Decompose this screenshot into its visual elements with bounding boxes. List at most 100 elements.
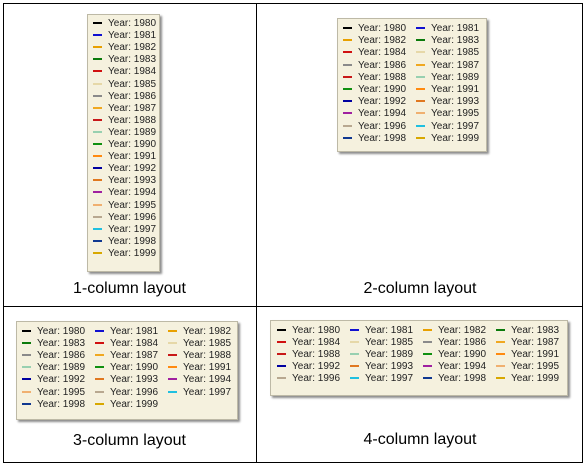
legend-label: Year: 1998 <box>37 398 86 410</box>
legend-label: Year: 1997 <box>108 223 157 235</box>
legend-label: Year: 1995 <box>37 386 86 398</box>
legend-label: Year: 1993 <box>110 374 159 386</box>
legend-label: Year: 1987 <box>108 102 157 114</box>
legend-swatch <box>95 342 104 345</box>
legend-swatch <box>95 378 104 381</box>
legend-swatch <box>168 390 177 393</box>
legend-label: Year: 1986 <box>358 59 407 71</box>
legend-label: Year: 1983 <box>37 338 86 350</box>
legend-swatch <box>277 377 286 379</box>
legend-swatch <box>93 58 102 61</box>
legend-swatch <box>350 329 359 331</box>
legend-swatch <box>95 402 104 405</box>
legend-swatch <box>22 366 31 369</box>
legend-swatch <box>343 51 352 54</box>
legend-swatch <box>93 143 102 145</box>
legend-label: Year: 1988 <box>358 71 407 83</box>
legend-swatch <box>95 330 104 332</box>
caption-four-column: 4-column layout <box>363 431 477 448</box>
figure-frame <box>3 3 583 463</box>
legend-label: Year: 1988 <box>183 350 232 362</box>
legend-label: Year: 1990 <box>108 139 157 150</box>
legend-label: Year: 1982 <box>183 326 232 337</box>
legend-swatch <box>93 155 102 158</box>
legend-label: Year: 1988 <box>292 349 341 360</box>
legend-swatch <box>277 353 286 355</box>
legend-label: Year: 1996 <box>108 211 157 223</box>
legend-label: Year: 1982 <box>438 325 487 336</box>
legend-label: Year: 1981 <box>431 23 480 34</box>
legend-swatch <box>423 329 432 331</box>
legend-swatch <box>416 75 425 78</box>
legend-swatch <box>93 227 102 230</box>
legend-swatch <box>168 354 177 357</box>
grid-divider-vertical <box>256 3 257 463</box>
legend-label: Year: 1991 <box>183 362 232 374</box>
legend-label: Year: 1986 <box>108 90 157 102</box>
legend-label: Year: 1994 <box>108 187 157 199</box>
legend-swatch <box>416 63 425 66</box>
legend-label: Year: 1980 <box>292 325 341 336</box>
caption-three-column: 3-column layout <box>73 432 186 449</box>
legend-label: Year: 1981 <box>108 30 157 42</box>
legend-swatch <box>93 34 102 37</box>
legend-label: Year: 1997 <box>365 373 414 384</box>
legend-swatch <box>22 378 31 381</box>
legend-label: Year: 1993 <box>108 175 157 187</box>
legend-swatch <box>350 377 359 379</box>
legend-swatch <box>168 366 177 369</box>
legend-swatch <box>22 330 31 332</box>
legend-swatch <box>416 124 425 127</box>
legend-label: Year: 1989 <box>431 71 480 83</box>
legend-swatch <box>416 136 425 139</box>
legend-label: Year: 1983 <box>511 325 560 336</box>
legend-label: Year: 1985 <box>108 78 157 90</box>
legend-label: Year: 1999 <box>511 373 560 384</box>
legend-swatch <box>95 366 104 369</box>
legend-label: Year: 1993 <box>431 96 480 108</box>
legend-label: Year: 1996 <box>358 120 407 132</box>
legend-label: Year: 1984 <box>110 338 159 350</box>
legend-swatch <box>416 100 425 103</box>
legend-swatch <box>343 136 352 139</box>
legend-label: Year: 1991 <box>511 349 560 360</box>
legend-swatch <box>93 179 102 182</box>
legend-label: Year: 1982 <box>108 42 157 54</box>
legend-label: Year: 1995 <box>431 108 480 120</box>
legend-swatch <box>168 342 177 345</box>
legend-swatch <box>93 130 102 133</box>
legend-label: Year: 1988 <box>108 114 157 126</box>
legend-swatch <box>277 341 286 343</box>
legend-label: Year: 1998 <box>438 373 487 384</box>
legend-swatch <box>343 39 352 42</box>
legend-label: Year: 1983 <box>108 54 157 66</box>
legend-label: Year: 1992 <box>108 163 157 175</box>
legend-swatch <box>343 27 352 29</box>
legend-label: Year: 1980 <box>358 23 407 34</box>
legend-label: Year: 1985 <box>365 337 414 348</box>
legend-swatch <box>22 354 31 357</box>
legend-swatch <box>423 353 432 355</box>
legend-label: Year: 1984 <box>358 47 407 59</box>
legend-label: Year: 1980 <box>108 18 157 29</box>
legend-label: Year: 1987 <box>110 350 159 362</box>
legend-label: Year: 1980 <box>37 326 86 337</box>
legend-label: Year: 1992 <box>358 96 407 108</box>
legend-label: Year: 1993 <box>365 361 414 372</box>
legend-label: Year: 1994 <box>438 361 487 372</box>
legend-swatch <box>93 251 102 254</box>
legend-label: Year: 1996 <box>292 373 341 384</box>
legend-swatch <box>343 100 352 103</box>
legend-swatch <box>350 341 359 343</box>
legend-swatch <box>93 191 102 194</box>
legend-label: Year: 1981 <box>110 326 159 337</box>
legend-swatch <box>416 88 425 90</box>
legend-label: Year: 1986 <box>438 337 487 348</box>
legend-label: Year: 1999 <box>110 398 159 410</box>
legend-label: Year: 1990 <box>110 362 159 374</box>
legend-swatch <box>95 390 104 393</box>
legend-swatch <box>496 353 505 355</box>
legend-swatch <box>93 82 102 85</box>
legend-swatch <box>277 329 286 331</box>
legend-label: Year: 1992 <box>292 361 341 372</box>
